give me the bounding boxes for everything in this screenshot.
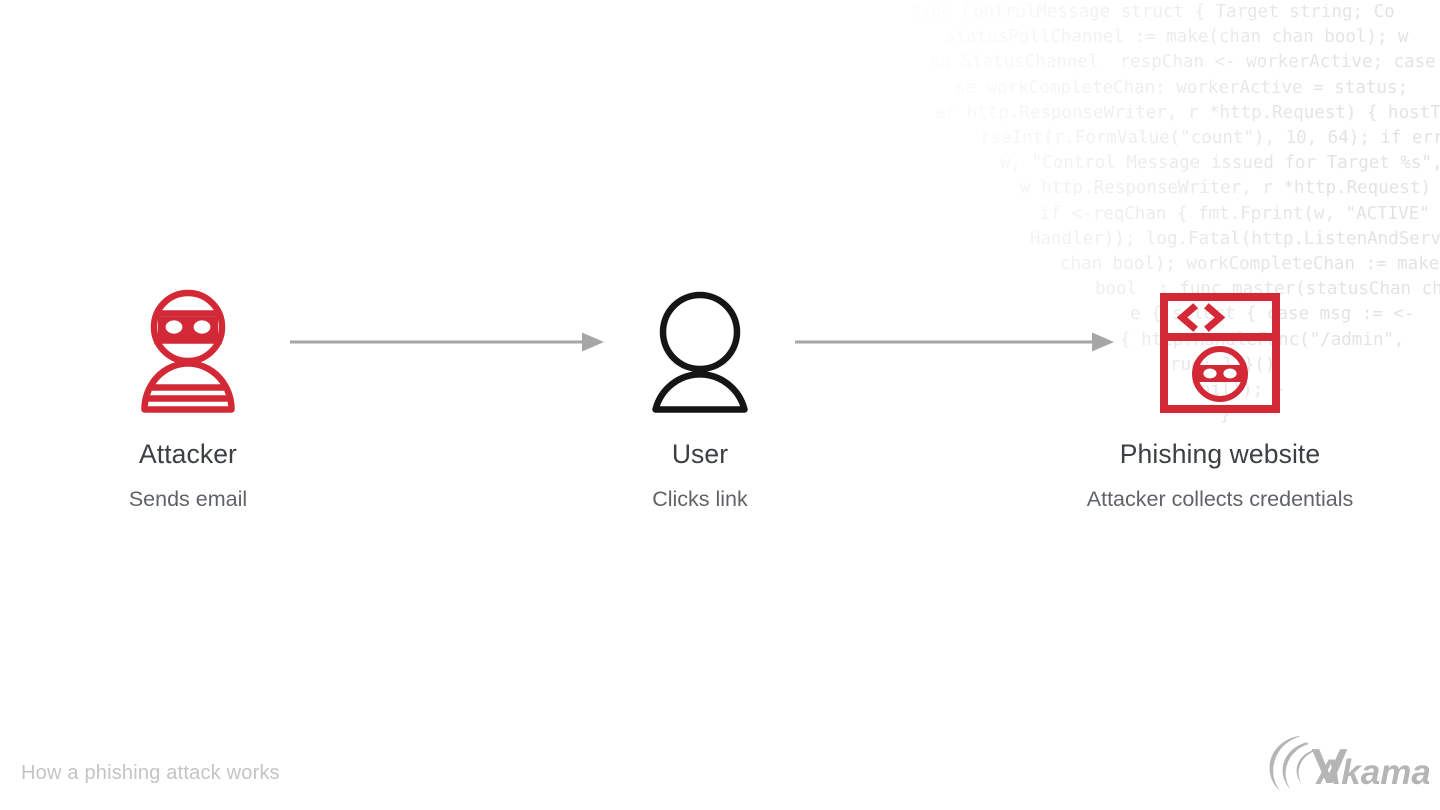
code-line: chan bool); workCompleteChan := make(cha… <box>1060 254 1440 275</box>
arrow-user-to-phishing <box>795 330 1115 359</box>
flow-node-user: User Clicks link <box>580 278 820 515</box>
code-line: if <-reqChan { fmt.Fprint(w, "ACTIVE" <box>1040 203 1430 224</box>
person-icon <box>580 278 820 413</box>
code-line: statusPollChannel := make(chan chan bool… <box>945 27 1409 48</box>
node-title: User <box>671 439 729 469</box>
node-title: Attacker <box>138 439 237 469</box>
akamai-logo: Akamai <box>1264 733 1440 795</box>
code-line: w, "Control Message issued for Target %s… <box>1000 153 1440 174</box>
code-line: eq StatusChannel respChan <- workerActiv… <box>930 52 1436 73</box>
code-line: Handler)); log.Fatal(http.ListenAndServe… <box>1030 228 1440 249</box>
masked-attacker-icon <box>58 278 318 413</box>
phishing-browser-window-icon <box>1050 278 1390 413</box>
code-line: w http.ResponseWriter, r *http.Request) … <box>1020 178 1431 199</box>
arrow-attacker-to-user <box>290 330 605 359</box>
code-line: se workCompleteChan: workerActive = stat… <box>955 77 1409 98</box>
code-line: rseInt(r.FormValue("count"), 10, 64); if… <box>980 128 1440 149</box>
code-line: type ControlMessage struct { Target stri… <box>910 2 1395 22</box>
node-subtitle: Clicks link <box>652 487 748 511</box>
akamai-wordmark: Akamai <box>1315 753 1429 792</box>
node-title: Phishing website <box>1119 439 1321 469</box>
code-line: er http.ResponseWriter, r *http.Request)… <box>935 102 1440 123</box>
slide-caption: How a phishing attack works <box>21 762 280 784</box>
flow-node-attacker: Attacker Sends email <box>58 278 318 515</box>
flow-node-phishing-website: Phishing website Attacker collects crede… <box>1050 278 1390 515</box>
node-subtitle: Attacker collects credentials <box>1086 487 1354 511</box>
node-subtitle: Sends email <box>128 487 248 511</box>
